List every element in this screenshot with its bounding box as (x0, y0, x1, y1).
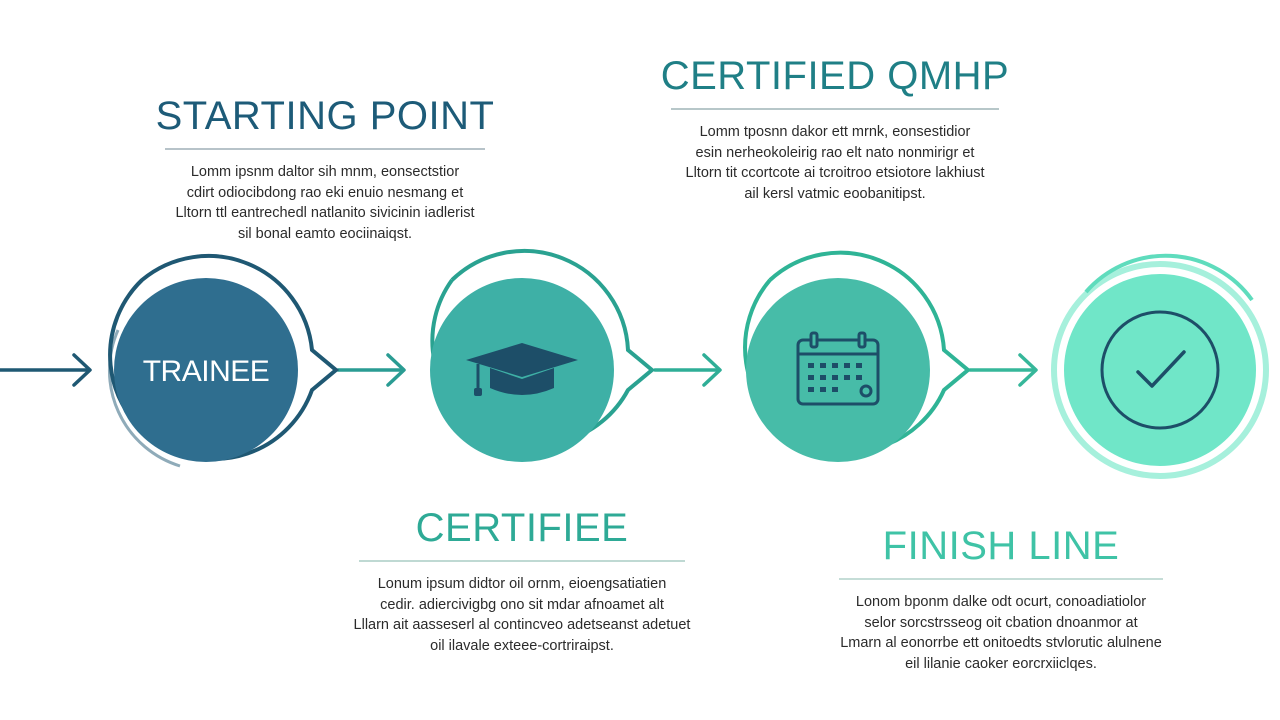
stage-trainee-ring-inner (107, 329, 181, 468)
stage-qmhp-circle (746, 278, 930, 462)
graduation-cap-icon (466, 343, 578, 396)
flow-arrow-3 (968, 353, 1038, 387)
finish-line-title: FINISH LINE (882, 524, 1120, 568)
stage-certified (430, 248, 656, 462)
stage-trainee-circle (114, 278, 298, 462)
stage-trainee-label: TRAINEE (143, 355, 270, 388)
certified-title: CERTIFIEE (415, 506, 629, 550)
flow-arrow-in (0, 353, 92, 387)
flow-arrow-2 (653, 353, 722, 387)
stage-trainee: TRAINEE (107, 254, 340, 468)
certified-qmhp-block: CERTIFIED QMHP Lomm tposnn dakor ett mrn… (660, 56, 1010, 204)
stage-finish (1051, 253, 1269, 479)
flow-arrow-1 (336, 353, 406, 387)
checkmark-icon (1136, 350, 1186, 388)
calendar-icon (796, 331, 880, 406)
stage-finish-ring (1084, 253, 1254, 302)
certified-block: CERTIFIEE Lonum ipsum didtor oil ornm, e… (352, 508, 692, 656)
stage-finish-halo (1051, 261, 1269, 479)
certified-description: Lonum ipsum didtor oil ornm, eioengsatia… (353, 576, 691, 654)
starting-point-description: Lomm ipsnm daltor sih mnm, eonsectstior … (175, 164, 475, 242)
certified-qmhp-divider (671, 108, 999, 110)
finish-line-description: Lonom bponm dalke odt ocurt, conoadiatio… (840, 594, 1162, 672)
starting-point-divider (165, 148, 485, 150)
certified-divider (359, 560, 685, 562)
stage-trainee-ring (108, 254, 340, 461)
certified-qmhp-description: Lomm tposnn dakor ett mrnk, eonsestidior… (685, 124, 985, 202)
starting-point-title: STARTING POINT (155, 94, 495, 138)
certified-qmhp-title: CERTIFIED QMHP (660, 54, 1010, 98)
finish-line-block: FINISH LINE Lonom bponm dalke odt ocurt,… (826, 526, 1176, 674)
finish-line-divider (839, 578, 1163, 580)
starting-point-block: STARTING POINT Lomm ipsnm daltor sih mnm… (150, 96, 500, 244)
checkmark-ring (1100, 310, 1220, 430)
stage-finish-circle (1064, 274, 1256, 466)
stage-certified-qmhp (743, 250, 972, 462)
